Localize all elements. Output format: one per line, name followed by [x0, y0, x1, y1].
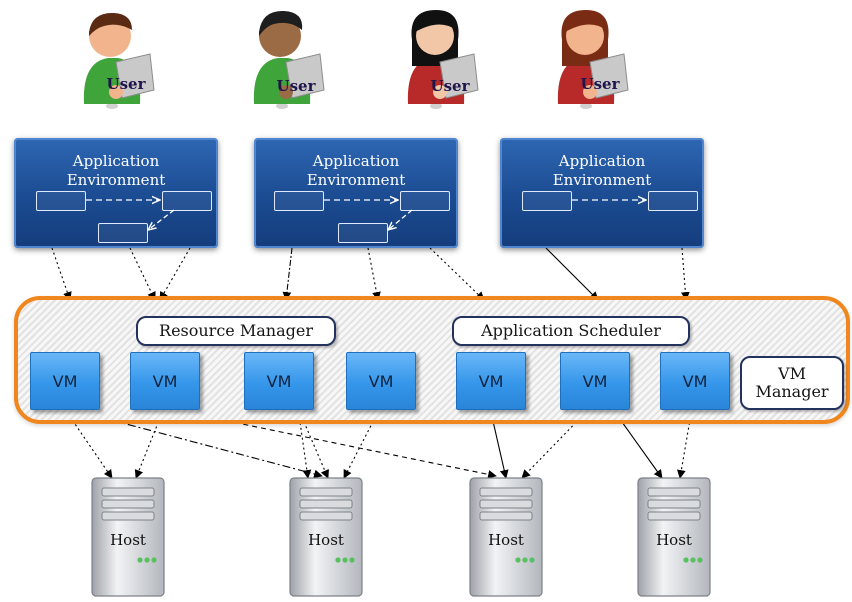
host-servers — [91, 477, 711, 597]
user-figure-1 — [83, 12, 155, 109]
arrow — [429, 247, 485, 301]
host-label: Host — [308, 531, 344, 549]
component-box — [36, 191, 86, 211]
component-box — [338, 223, 388, 243]
vm-manager: VM Manager — [740, 356, 844, 410]
component-box — [522, 191, 572, 211]
user-figure-2 — [253, 10, 325, 109]
arrow — [129, 247, 156, 301]
application-environment-title: Application Environment — [306, 152, 406, 189]
component-box — [162, 191, 212, 211]
host-label: Host — [656, 531, 692, 549]
user-label: User — [276, 77, 316, 95]
application-scheduler: Application Scheduler — [452, 316, 690, 346]
host-label: Host — [488, 531, 524, 549]
vm-5: VM — [456, 352, 526, 410]
application-environment-1: Application Environment — [14, 138, 218, 248]
vm-6: VM — [560, 352, 630, 410]
host-server-icon — [637, 477, 711, 597]
host-server-icon — [91, 477, 165, 597]
user-label: User — [580, 75, 620, 93]
application-environment-title: Application Environment — [552, 152, 652, 189]
env-to-platform-arrows — [51, 247, 690, 301]
internal-flow-arrows — [572, 138, 704, 248]
vm-3: VM — [244, 352, 314, 410]
arrow — [51, 247, 72, 301]
component-box — [648, 191, 698, 211]
user-figure-3 — [407, 10, 479, 109]
host-server-icon — [469, 477, 543, 597]
vm-1: VM — [30, 352, 100, 410]
vm-manager-label-line1: VM — [778, 364, 806, 383]
resource-manager: Resource Manager — [136, 316, 336, 346]
vm-2: VM — [130, 352, 200, 410]
host-server-icon — [289, 477, 363, 597]
arrow — [681, 247, 690, 301]
arrow — [159, 247, 191, 301]
component-box — [98, 223, 148, 243]
host-label: Host — [110, 531, 146, 549]
application-environment-2: Application Environment — [254, 138, 458, 248]
user-label: User — [106, 75, 146, 93]
component-box — [400, 191, 450, 211]
arrow — [367, 247, 381, 301]
vm-manager-label-line2: Manager — [755, 382, 829, 401]
user-figures — [83, 10, 629, 109]
vm-4: VM — [346, 352, 416, 410]
application-environment-title: Application Environment — [66, 152, 166, 189]
user-label: User — [430, 77, 470, 95]
arrow — [545, 247, 599, 301]
internal-flow-arrows — [324, 138, 413, 248]
arrow — [282, 247, 293, 301]
user-figure-4 — [557, 10, 629, 109]
arrow — [63, 407, 113, 479]
application-environment-3: Application Environment — [500, 138, 704, 248]
arrow — [343, 407, 381, 479]
component-box — [274, 191, 324, 211]
internal-flow-arrows — [86, 138, 175, 248]
vm-7: VM — [660, 352, 730, 410]
